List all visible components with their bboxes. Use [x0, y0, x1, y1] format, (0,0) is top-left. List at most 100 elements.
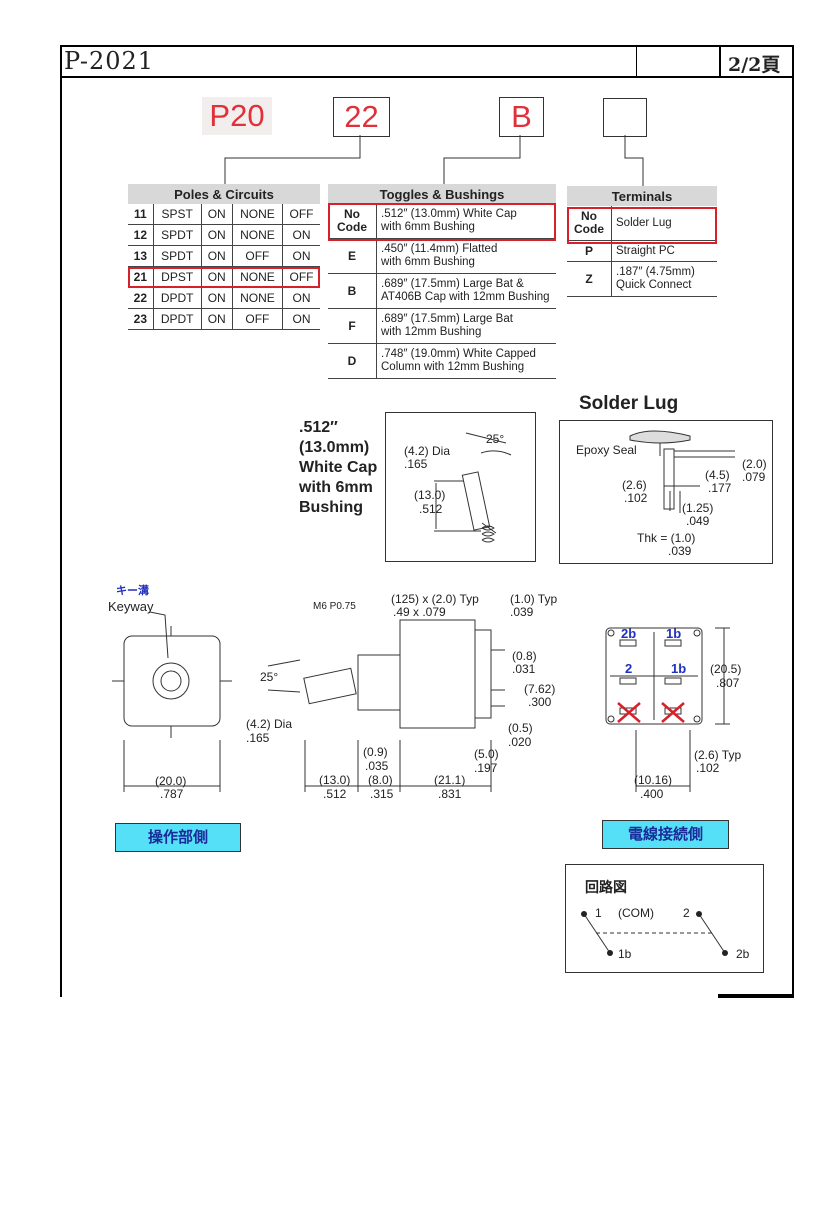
table-row: B.689″ (17.5mm) Large Bat &AT406B Cap wi… — [328, 273, 556, 309]
rear-label-2: 2 — [625, 661, 633, 676]
solder-thk-inch: .039 — [668, 544, 692, 558]
page-title: P-2021 — [64, 47, 155, 75]
side-typ1-inch: .49 x .079 — [393, 605, 446, 619]
header-bar: P-2021 2/2頁 — [60, 45, 794, 78]
rear-width: (10.16) — [634, 773, 673, 787]
circuit-b1: 1b — [618, 947, 632, 961]
side-c: (0.5) — [508, 721, 533, 735]
terminals-title: Terminals — [567, 186, 717, 206]
epoxy-label: Epoxy Seal — [576, 443, 637, 457]
side-f: (13.0) — [319, 773, 351, 787]
side-a-inch: .031 — [512, 662, 536, 676]
keyway-label: Keyway — [108, 599, 154, 614]
solder-lug-icon — [629, 430, 735, 513]
solder-d3-inch: .102 — [624, 491, 648, 505]
solder-drawing: Epoxy Seal (2.0) .079 (4.5) .177 (2.6) .… — [559, 420, 773, 564]
solder-thk: Thk = (1.0) — [637, 531, 696, 545]
rear-height-inch: .807 — [716, 676, 740, 690]
toggles-table: Toggles & Bushings No Code.512″ (13.0mm)… — [328, 184, 556, 379]
circuit-com: (COM) — [618, 906, 654, 920]
side-b-inch: .300 — [528, 695, 552, 709]
header-empty-cell — [636, 45, 721, 76]
side-d: (5.0) — [474, 747, 499, 761]
side-typ2: (1.0) Typ — [510, 592, 558, 606]
rear-width-inch: .400 — [640, 787, 664, 801]
side-h: (21.1) — [434, 773, 466, 787]
solder-d3: (2.6) — [622, 478, 647, 492]
side-dia-inch: .165 — [246, 731, 270, 745]
code-series: P20 — [202, 97, 272, 135]
code-toggle: B — [499, 97, 544, 137]
cap-dia-inch: .165 — [404, 457, 428, 471]
cap-dia-label: (4.2) Dia — [404, 444, 451, 458]
rear-height: (20.5) — [710, 662, 742, 676]
solder-d1: (2.0) — [742, 457, 767, 471]
rear-cross-marks — [617, 702, 685, 723]
toggles-highlight — [328, 203, 556, 241]
cap-drawing: (4.2) Dia .165 25° (13.0) .512 — [385, 412, 536, 562]
solder-d4-inch: .049 — [686, 514, 710, 528]
cap-toggle-icon — [434, 432, 512, 543]
side-b: (7.62) — [524, 682, 556, 696]
rear-label-1: 1b — [671, 661, 687, 676]
keyway-cjk: キー溝 — [116, 585, 149, 597]
page-number: 2/2頁 — [728, 54, 781, 76]
wire-side-button: 電線接続側 — [602, 820, 729, 849]
side-f-inch: .512 — [323, 787, 347, 801]
solder-d1-inch: .079 — [742, 470, 766, 484]
side-e: (0.9) — [363, 745, 388, 759]
thread-label: M6 P0.75 — [313, 601, 356, 612]
side-d-inch: .197 — [474, 761, 498, 775]
side-c-inch: .020 — [508, 735, 532, 749]
side-a: (0.8) — [512, 649, 537, 663]
circuit-p2: 2 — [683, 906, 690, 920]
rear-typ-inch: .102 — [696, 761, 720, 775]
poles-title: Poles & Circuits — [128, 184, 320, 204]
code-poles: 22 — [333, 97, 390, 137]
operation-side-button: 操作部側 — [115, 823, 241, 852]
poles-highlight — [128, 267, 320, 288]
side-angle: 25° — [260, 670, 279, 684]
front-width: (20.0) — [155, 774, 187, 788]
table-row: Z.187″ (4.75mm)Quick Connect — [567, 261, 717, 297]
solder-title: Solder Lug — [579, 393, 679, 414]
circuit-b2: 2b — [736, 947, 750, 961]
solder-d2-inch: .177 — [708, 481, 732, 495]
side-dia: (4.2) Dia — [246, 717, 293, 731]
circuit-diagram: 回路図 1 (COM) 2 1b 2b — [565, 864, 764, 973]
terminals-highlight — [567, 207, 717, 244]
solder-d2: (4.5) — [705, 468, 730, 482]
circuit-p1: 1 — [595, 906, 602, 920]
cap-length-inch: .512 — [419, 502, 443, 516]
solder-d4: (1.25) — [682, 501, 714, 515]
rear-typ: (2.6) Typ — [694, 748, 742, 762]
cap-angle: 25° — [486, 432, 505, 446]
circuit-switch-icon — [581, 911, 728, 956]
side-typ2-inch: .039 — [510, 605, 534, 619]
side-e-inch: .035 — [365, 759, 389, 773]
page-frame — [60, 45, 794, 997]
front-width-inch: .787 — [160, 787, 184, 801]
side-h-inch: .831 — [438, 787, 462, 801]
side-typ1: (125) x (2.0) Typ — [391, 592, 479, 606]
circuit-title: 回路図 — [585, 879, 627, 895]
side-g: (8.0) — [368, 773, 393, 787]
cap-length: (13.0) — [414, 488, 446, 502]
toggles-title: Toggles & Bushings — [328, 184, 556, 204]
